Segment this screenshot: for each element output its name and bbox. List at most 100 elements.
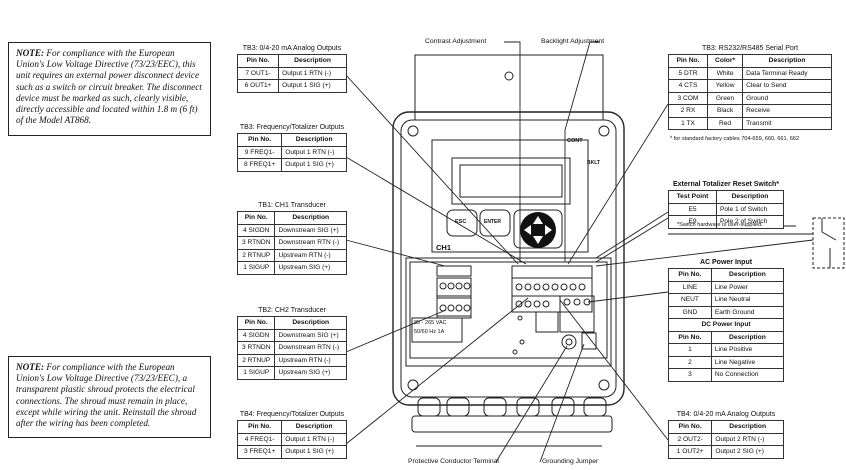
col-header: Description xyxy=(742,54,832,68)
tb3-serial-title: TB3: RS232/RS485 Serial Port xyxy=(701,45,799,52)
backlight-adjustment-label: Backlight Adjustment xyxy=(541,38,605,45)
col-header: Color* xyxy=(706,54,744,68)
color-cell: Black xyxy=(706,104,744,118)
desc-cell: Upstream RTN (-) xyxy=(274,353,347,367)
table-row: 3 FREQ1+Output 1 SIG (+) xyxy=(236,445,347,459)
desc-cell: Pole 1 of Switch xyxy=(715,202,785,216)
grounding-jumper-label: Grounding Jumper xyxy=(542,458,599,465)
bklt-label: BKLT xyxy=(587,160,600,166)
desc-cell: Pole 2 of Switch xyxy=(715,215,785,229)
pin-cell: 5 DTR xyxy=(668,66,708,80)
point-cell: E5 xyxy=(668,202,717,216)
point-cell: E9 xyxy=(668,215,717,229)
reset-switch-symbol xyxy=(812,217,845,269)
pin-cell: 4 FREQ1- xyxy=(236,432,283,446)
table-row: 9 FREQ1-Output 1 RTN (-) xyxy=(236,145,347,159)
pin-cell: 2 RTNUP xyxy=(236,248,276,262)
pin-cell: 3 COM xyxy=(668,91,708,105)
reset-switch-footnote: *Switch hardware is user-supplied. xyxy=(677,222,763,228)
tb3-freq-table: TB3: Frequency/Totalizer Outputs Pin No.… xyxy=(236,123,347,172)
note1-lead: NOTE: xyxy=(16,48,45,58)
pin-cell: LINE xyxy=(668,280,712,294)
power-terminal xyxy=(559,295,595,333)
color-cell: Red xyxy=(706,116,744,130)
col-header: Description xyxy=(274,316,347,330)
tb4-analog-table: TB4: 0/4-20 mA Analog Outputs Pin No.Des… xyxy=(667,410,784,459)
note1-text: For compliance with the European Union's… xyxy=(16,48,202,126)
pin-cell: 4 SIGDN xyxy=(236,328,276,342)
cont-label: CONT xyxy=(567,138,583,144)
note2-text: For compliance with the European Union's… xyxy=(16,362,197,429)
protective-conductor-terminal xyxy=(561,334,577,350)
conduit-hubs xyxy=(411,397,613,447)
desc-cell: Line Positive xyxy=(710,343,785,357)
col-header: Description xyxy=(274,211,347,225)
table-row: 4 FREQ1-Output 1 RTN (-) xyxy=(236,432,347,446)
reset-switch-title: External Totalizer Reset Switch* xyxy=(672,181,780,188)
pin-cell: 1 SIGUP xyxy=(236,366,276,380)
pin-cell: GND xyxy=(668,305,712,319)
ac-power-title: AC Power Input xyxy=(699,259,753,266)
pin-cell: 2 RTNUP xyxy=(236,353,276,367)
lcd-window xyxy=(451,157,571,205)
col-header: Description xyxy=(710,268,785,282)
dc-power-title: DC Power Input xyxy=(668,318,784,332)
table-row: 2 OUT2-Output 2 RTN (-) xyxy=(667,432,784,446)
esc-key[interactable]: ESC xyxy=(455,219,467,225)
tb3-analog-title: TB3: 0/4-20 mA Analog Outputs xyxy=(242,45,342,52)
mounting-bracket xyxy=(414,54,604,121)
desc-cell: Downstream RTN (-) xyxy=(274,341,347,355)
desc-cell: No Connection xyxy=(710,368,785,382)
desc-cell: Transmit xyxy=(742,116,832,130)
desc-cell: Line Power xyxy=(710,280,785,294)
enter-key[interactable]: ENTER xyxy=(484,219,501,225)
voltage-line-1: 85 - 265 VAC xyxy=(414,320,447,326)
desc-cell: Output 2 SIG (+) xyxy=(711,445,784,459)
col-header: Pin No. xyxy=(236,420,283,434)
col-header: Description xyxy=(711,420,784,434)
desc-cell: Upstream SIG (+) xyxy=(274,366,347,380)
reset-switch-table: External Totalizer Reset Switch* Test Po… xyxy=(668,180,785,229)
pin-cell: 3 FREQ1+ xyxy=(236,445,283,459)
desc-cell: Ground xyxy=(742,91,832,105)
col-header: Pin No. xyxy=(236,133,283,147)
col-header: Pin No. xyxy=(668,330,712,344)
table-row: 8 FREQ1+Output 1 SIG (+) xyxy=(236,158,347,172)
desc-cell: Output 1 RTN (-) xyxy=(278,66,347,80)
tb2-table: TB2: CH2 Transducer Pin No.Description 4… xyxy=(236,306,347,380)
col-header: Pin No. xyxy=(236,316,276,330)
note-shroud: NOTE: For compliance with the European U… xyxy=(8,356,211,438)
pin-cell: 1 TX xyxy=(668,116,708,130)
desc-cell: Downstream RTN (-) xyxy=(274,236,347,250)
pin-cell: 7 OUT1- xyxy=(236,66,280,80)
voltage-label-box xyxy=(411,317,463,343)
desc-cell: Output 1 RTN (-) xyxy=(281,432,347,446)
desc-cell: Downstream SIG (+) xyxy=(274,328,347,342)
table-row: 7 OUT1-Output 1 RTN (-) xyxy=(236,66,347,80)
pin-cell: 3 RTNDN xyxy=(236,341,276,355)
pin-cell: NEUT xyxy=(668,293,712,307)
table-row: 1 OUT2+Output 2 SIG (+) xyxy=(667,445,784,459)
note2-lead: NOTE: xyxy=(16,362,45,372)
pin-cell: 6 OUT1+ xyxy=(236,79,280,93)
tb1-title: TB1: CH1 Transducer xyxy=(258,202,326,209)
tb4-freq-table: TB4: Frequency/Totalizer Outputs Pin No.… xyxy=(236,410,347,459)
desc-cell: Data Terminal Ready xyxy=(742,66,832,80)
pin-cell: 9 FREQ1- xyxy=(236,145,283,159)
tb4-freq-title: TB4: Frequency/Totalizer Outputs xyxy=(239,411,345,418)
pin-cell: 4 SIGDN xyxy=(236,223,276,237)
voltage-line-2: 50/60 Hz 1A xyxy=(414,329,445,335)
pin-cell: 2 OUT2- xyxy=(667,432,713,446)
